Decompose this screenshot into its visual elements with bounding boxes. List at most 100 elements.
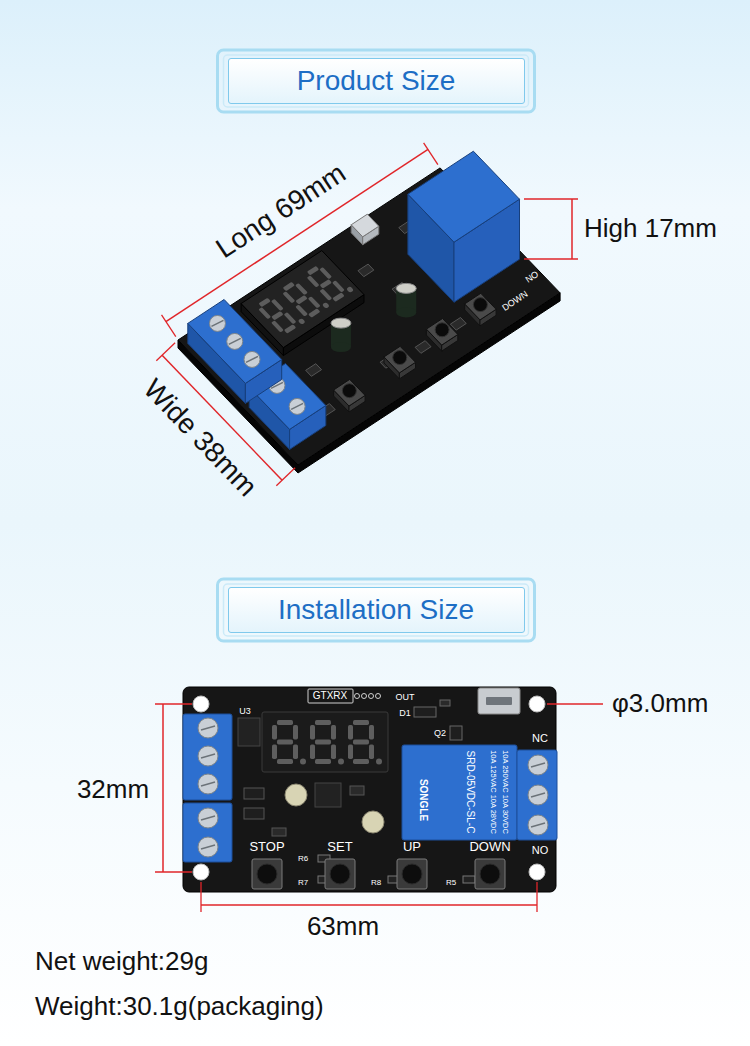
heading-text: Product Size <box>297 65 456 97</box>
screw-slot <box>229 338 241 344</box>
transistor <box>450 726 462 740</box>
extension-line <box>424 143 438 165</box>
display-digit <box>284 312 297 324</box>
push-button <box>426 319 457 346</box>
silkscreen-label: R8 <box>371 878 381 887</box>
screw-slot <box>531 823 545 827</box>
silkscreen-label: NC <box>532 732 548 745</box>
capacitor <box>396 307 416 317</box>
display-digit <box>332 292 344 301</box>
display-digit <box>320 279 332 288</box>
silkscreen-label: U3 <box>239 706 251 716</box>
dimension-line <box>571 199 573 259</box>
capacitor <box>331 318 351 328</box>
display-digit <box>348 725 353 740</box>
dimension-line <box>162 704 164 872</box>
weight-note: Weight:30.1g(packaging) <box>35 992 324 1022</box>
button-cap <box>473 298 487 312</box>
extension-line <box>155 871 192 872</box>
heading-frame <box>224 584 529 636</box>
terminal-block <box>183 714 232 800</box>
screw-slot <box>291 403 303 409</box>
screw-slot <box>201 782 215 786</box>
display-digit <box>310 725 315 740</box>
relay-marking: 10A 125VAC 10A 28VDC <box>489 750 498 834</box>
display-digit <box>322 302 330 309</box>
display-digit <box>315 759 331 764</box>
display-digit <box>332 280 345 292</box>
usb-port <box>351 214 379 237</box>
led-pad <box>376 694 381 699</box>
screw-slot <box>201 816 215 820</box>
display-digit <box>310 745 315 760</box>
button-cap <box>393 351 407 365</box>
display-digit <box>258 298 270 307</box>
display-digit <box>315 720 331 725</box>
relay-marking: SRD-05VDC-SL-C <box>464 751 476 834</box>
dimension-label: High 17mm <box>584 214 717 244</box>
heading-frame <box>218 579 535 641</box>
led-pad <box>355 694 360 699</box>
relay-marking: 10A 250VAC 10A 30VDC <box>501 750 510 834</box>
button-cap <box>330 864 350 884</box>
display-digit <box>300 759 306 765</box>
button-cap <box>342 384 356 398</box>
display-digit <box>271 320 284 332</box>
inductor <box>315 783 341 807</box>
silkscreen-label: R5 <box>446 878 456 887</box>
display-digit <box>369 725 374 740</box>
display-digit <box>272 725 277 740</box>
display-digit <box>293 745 298 760</box>
heading-frame <box>218 50 535 112</box>
display-digit <box>331 745 336 760</box>
push-button <box>252 859 282 889</box>
button-cap <box>402 864 422 884</box>
display-digit <box>338 759 344 765</box>
extension-line <box>200 882 201 912</box>
smd-part <box>440 700 450 706</box>
silkscreen-label: R7 <box>298 878 308 887</box>
mounting-hole <box>193 696 209 712</box>
display-digit <box>271 311 283 320</box>
display-digit <box>283 282 295 291</box>
board-top-view <box>183 687 557 892</box>
display-digit <box>277 759 293 764</box>
screw-slot <box>246 356 258 362</box>
terminal-screw <box>209 315 225 331</box>
push-button <box>384 346 416 373</box>
circuit-board <box>183 687 556 892</box>
led-digits <box>255 260 354 336</box>
terminal-screw <box>198 774 218 794</box>
silkscreen-label: Q2 <box>434 728 446 738</box>
screw-slot <box>531 763 545 767</box>
push-button <box>465 293 496 320</box>
capacitor <box>331 342 351 352</box>
button-label: STOP <box>249 840 284 855</box>
regulator-chip <box>238 718 260 746</box>
display-digit <box>295 295 307 304</box>
terminal-screw <box>528 755 548 775</box>
led-display <box>262 712 388 772</box>
display-digit <box>284 324 296 333</box>
terminal-screw <box>528 785 548 805</box>
push-button <box>334 379 366 406</box>
display-digit <box>353 720 369 725</box>
screw-slot <box>531 793 545 797</box>
display-digit <box>295 283 308 295</box>
terminal-screw <box>198 808 218 828</box>
extension-line <box>524 198 578 199</box>
relay-marking: SONGLE <box>417 779 429 821</box>
display-digit <box>308 296 321 308</box>
display-digit <box>308 308 320 317</box>
silkscreen-label: OUT <box>396 692 415 702</box>
relay <box>408 151 520 242</box>
button-cap <box>480 864 500 884</box>
heading-band: Product Size <box>228 58 525 104</box>
terminal-block <box>188 300 282 384</box>
relay <box>402 745 517 840</box>
display-digit <box>331 725 336 740</box>
dimension-label: 63mm <box>307 912 379 942</box>
terminal-screw <box>227 333 243 349</box>
terminal-screw <box>289 398 305 414</box>
